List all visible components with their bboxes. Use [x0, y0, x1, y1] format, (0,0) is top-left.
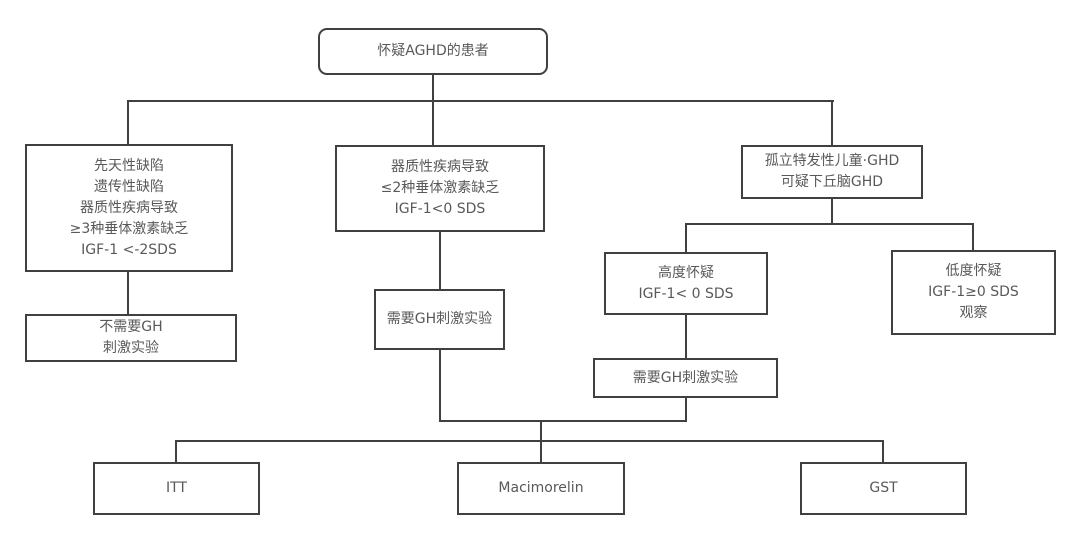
- middle-criteria-line: 器质性疾病导致: [391, 159, 489, 175]
- left-criteria-line: ≥3种垂体激素缺乏: [69, 220, 189, 237]
- high-suspicion-box: 高度怀疑 IGF-1< 0 SDS: [604, 252, 768, 315]
- middle-criteria-line: ≤2种垂体激素缺乏: [380, 180, 500, 196]
- connector-middle-outcome: [439, 231, 441, 289]
- title-box: 怀疑AGHD的患者: [318, 28, 548, 75]
- connector-right-outcome-down: [685, 398, 687, 422]
- right-outcome-box: 需要GH刺激实验: [593, 358, 778, 398]
- connector-right-split: [685, 223, 974, 225]
- test-gst-label: GST: [869, 480, 898, 496]
- connector-right-drop: [831, 100, 833, 146]
- left-outcome-line: 刺激实验: [103, 340, 159, 356]
- connector-join-outcomes: [439, 420, 687, 422]
- right-criteria-box: 孤立特发性儿童·GHD 可疑下丘脑GHD: [741, 145, 923, 199]
- middle-outcome-box: 需要GH刺激实验: [374, 289, 505, 350]
- test-gst-box: GST: [800, 462, 967, 515]
- right-criteria-line: 可疑下丘脑GHD: [780, 174, 884, 190]
- low-suspicion-box: 低度怀疑 IGF-1≥0 SDS 观察: [891, 250, 1056, 335]
- test-itt-box: ITT: [93, 462, 260, 515]
- high-suspicion-line: 高度怀疑: [658, 264, 714, 281]
- connector-middle-drop: [432, 100, 434, 146]
- middle-criteria-box: 器质性疾病导致 ≤2种垂体激素缺乏 IGF-1<0 SDS: [335, 145, 545, 232]
- connector-left-drop: [127, 100, 129, 145]
- right-criteria-line: 孤立特发性儿童·GHD: [764, 153, 900, 169]
- low-suspicion-line: 低度怀疑: [945, 263, 1002, 279]
- connector-high-drop: [685, 223, 687, 252]
- right-outcome-label: 需要GH刺激实验: [632, 369, 739, 386]
- connector-tests-branch: [175, 440, 884, 442]
- low-suspicion-line: IGF-1≥0 SDS: [928, 284, 1019, 300]
- left-outcome-line: 不需要GH: [99, 319, 163, 335]
- connector-low-drop: [972, 223, 974, 250]
- middle-outcome-label: 需要GH刺激实验: [386, 311, 493, 327]
- connector-gst-drop: [882, 440, 884, 462]
- connector-title-down: [432, 75, 434, 102]
- connector-left-outcome: [127, 270, 129, 314]
- left-criteria-line: 先天性缺陷: [94, 157, 164, 174]
- test-macimorelin-label: Macimorelin: [498, 480, 584, 496]
- title-box-label: 怀疑AGHD的患者: [377, 43, 489, 59]
- connector-high-outcome: [685, 315, 687, 358]
- left-outcome-box: 不需要GH 刺激实验: [25, 314, 237, 362]
- connector-top-branch: [127, 100, 834, 102]
- left-criteria-line: 器质性疾病导致: [80, 199, 178, 216]
- left-criteria-line: 遗传性缺陷: [94, 178, 164, 195]
- connector-itt-drop: [175, 440, 177, 462]
- middle-criteria-line: IGF-1<0 SDS: [394, 201, 486, 217]
- high-suspicion-line: IGF-1< 0 SDS: [638, 285, 734, 302]
- low-suspicion-line: 观察: [959, 305, 988, 321]
- test-itt-label: ITT: [166, 480, 187, 496]
- connector-right-split-down: [831, 198, 833, 225]
- left-criteria-box: 先天性缺陷 遗传性缺陷 器质性疾病导致 ≥3种垂体激素缺乏 IGF-1 <-2S…: [25, 144, 233, 272]
- connector-middle-outcome-down: [439, 350, 441, 422]
- test-macimorelin-box: Macimorelin: [457, 462, 625, 515]
- left-criteria-line: IGF-1 <-2SDS: [81, 241, 177, 258]
